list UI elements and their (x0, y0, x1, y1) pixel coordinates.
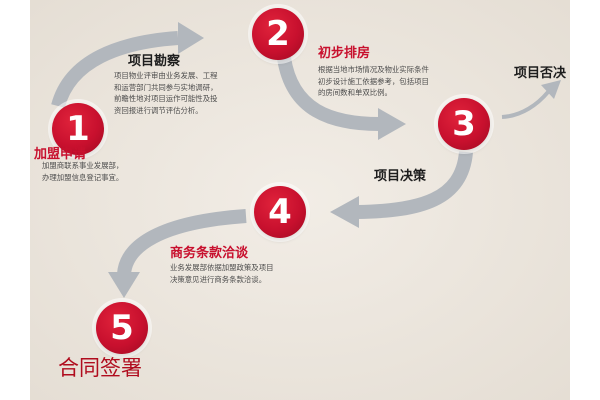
step-3-number: 3 (452, 104, 476, 144)
step-1-description: 加盟商联系事业发展部， 办理加盟信息登记事宜。 (42, 161, 124, 182)
step-5-number: 5 (110, 308, 134, 348)
arrow-4-to-5 (108, 209, 247, 298)
step-4-title: 商务条款洽谈 (170, 246, 249, 261)
arrow-2-to-3 (277, 56, 406, 140)
survey-description: 项目物业评审由业务发展、工程 和运营部门共同参与实地调研， 前瞻性地对项目运作可… (114, 71, 218, 115)
survey-title: 项目勘察 (128, 54, 181, 69)
step-2-number: 2 (266, 14, 290, 54)
step-1-title: 加盟申请 (34, 147, 87, 162)
step-1-circle: 1 (52, 103, 104, 155)
reject-title: 项目否决 (514, 66, 567, 81)
step-1-number: 1 (66, 109, 90, 149)
arrow-1-to-2 (51, 22, 204, 109)
step-2-description: 根据当地市场情况及物业实际条件 初步设计施工依据参考，包括项目 的房间数和单双比… (318, 65, 429, 97)
step-2-title: 初步排房 (318, 46, 371, 61)
step-4-number: 4 (268, 192, 292, 232)
arrow-3-to-4 (330, 151, 473, 228)
step-2-circle: 2 (252, 8, 304, 60)
step-3-title: 项目决策 (374, 169, 427, 184)
step-4-circle: 4 (254, 186, 306, 238)
step-5-title: 合同签署 (58, 356, 142, 380)
step-5-circle: 5 (96, 302, 148, 354)
step-4-description: 业务发展部依据加盟政策及项目 决策意见进行商务条款洽谈。 (170, 263, 274, 284)
step-3-circle: 3 (438, 98, 490, 150)
arrow-3-to-reject (501, 80, 561, 119)
